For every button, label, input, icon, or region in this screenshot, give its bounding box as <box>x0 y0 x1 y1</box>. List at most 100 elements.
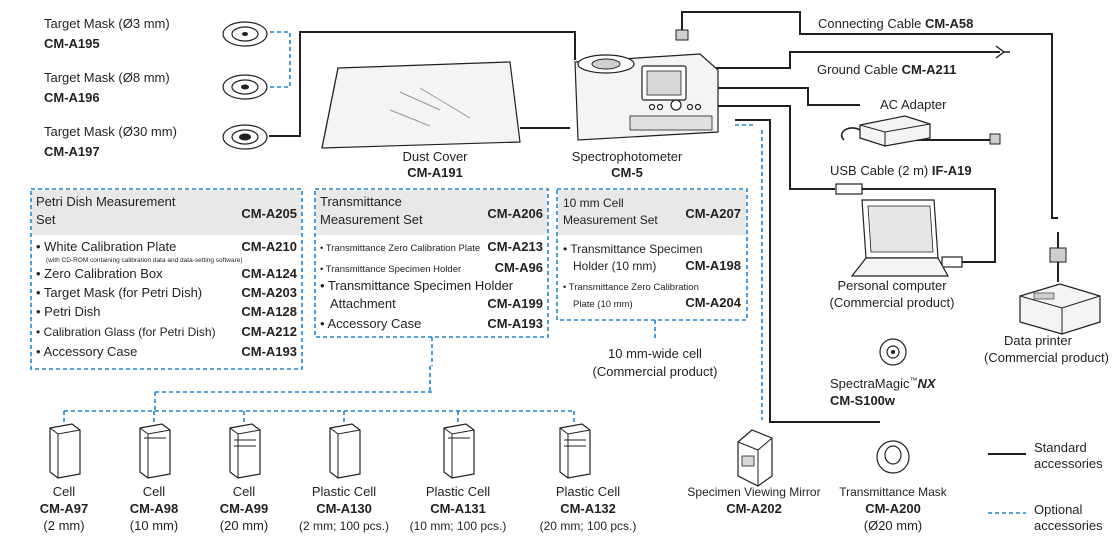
wide-cell-line2: (Commercial product) <box>593 364 718 379</box>
mirror-icon <box>737 429 773 487</box>
cell-5-name: Plastic Cell <box>556 484 620 499</box>
trans-item-3: Attachment <box>330 296 396 311</box>
cell-3-name: Plastic Cell <box>312 484 376 499</box>
ground-cable: Ground Cable CM-A211 <box>817 45 1010 77</box>
connecting-cable-label: Connecting Cable CM-A58 <box>818 16 973 31</box>
plastic-cell-icon <box>559 423 591 479</box>
cell-3-code: CM-A130 <box>316 501 372 516</box>
petri-item-5: • Accessory Case <box>36 344 137 359</box>
petri-item-5-code: CM-A193 <box>241 344 297 359</box>
cell-0-code: CM-A97 <box>40 501 88 516</box>
cell-0-size: (2 mm) <box>43 518 84 533</box>
usb-plug-pc-icon <box>941 256 963 268</box>
spectrophotometer-icon <box>574 29 719 141</box>
pc-line1: Personal computer <box>837 278 947 293</box>
trans-title-1: Transmittance <box>320 194 402 209</box>
cell-set-box: 10 mm Cell Measurement Set CM-A207 • Tra… <box>556 188 748 321</box>
trans-title-2: Measurement Set <box>320 212 423 227</box>
cell-1-code: CM-A98 <box>130 501 178 516</box>
cells-branch-lines <box>63 337 575 424</box>
trans-item-0-code: CM-A213 <box>487 239 543 254</box>
trans-item-4: • Accessory Case <box>320 316 421 331</box>
cell-icon <box>229 423 261 479</box>
cell-set-item-1: Holder (10 mm) <box>573 259 656 273</box>
mask-to-spectro-line <box>735 119 880 423</box>
target-mask-30-icon <box>222 124 268 150</box>
legend-standard-1: Standard <box>1034 440 1087 455</box>
cell-4-name: Plastic Cell <box>426 484 490 499</box>
trans-item-0: • Transmittance Zero Calibration Plate <box>320 243 480 254</box>
wide-cell-line1: 10 mm-wide cell <box>608 346 702 361</box>
trans-item-3-code: CM-A199 <box>487 296 543 311</box>
mirror-code: CM-A202 <box>726 501 782 516</box>
cell-1-size: (10 mm) <box>130 518 178 533</box>
dust-cover: Dust Cover CM-A191 <box>321 61 521 180</box>
ac-adapter: AC Adapter <box>840 97 1001 147</box>
cell-3: Plastic Cell CM-A130 (2 mm; 100 pcs.) <box>299 423 389 533</box>
cell-set-item-2: • Transmittance Zero Calibration <box>563 282 699 293</box>
target-mask-3-code: CM-A195 <box>44 36 100 51</box>
cell-2-code: CM-A99 <box>220 501 268 516</box>
plastic-cell-icon <box>443 423 475 479</box>
dust-cover-name: Dust Cover <box>402 149 468 164</box>
legend: Standard accessories Optional accessorie… <box>988 440 1103 533</box>
ac-adapter-icon <box>840 115 1001 147</box>
mask30-to-spectro-line <box>269 31 576 137</box>
cell-icon <box>139 423 171 479</box>
petri-title-1: Petri Dish Measurement <box>36 194 176 209</box>
cd-icon <box>879 338 907 366</box>
cell-2-name: Cell <box>233 484 256 499</box>
cell-4: Plastic Cell CM-A131 (10 mm; 100 pcs.) <box>410 423 506 533</box>
petri-code: CM-A205 <box>241 206 297 221</box>
petri-item-2-code: CM-A203 <box>241 285 297 300</box>
petri-item-1: • Zero Calibration Box <box>36 266 163 281</box>
ac-adapter-line <box>715 87 1000 141</box>
ac-adapter-label: AC Adapter <box>880 97 947 112</box>
trans-code: CM-A206 <box>487 206 543 221</box>
dust-cover-icon <box>321 61 521 149</box>
cell-0: Cell CM-A97 (2 mm) <box>40 423 88 533</box>
ground-cable-label: Ground Cable CM-A211 <box>817 62 956 77</box>
connecting-cable: Connecting Cable CM-A58 <box>818 16 973 31</box>
cell-icon <box>49 423 81 479</box>
specimen-mirror: Specimen Viewing Mirror CM-A202 <box>687 429 821 516</box>
cell-set-item-3: Plate (10 mm) <box>573 299 633 310</box>
laptop-icon <box>850 199 950 277</box>
cell-set-item-1-code: CM-A198 <box>685 258 741 273</box>
cell-2-size: (20 mm) <box>220 518 268 533</box>
cell-2: Cell CM-A99 (20 mm) <box>220 423 268 533</box>
mirror-name: Specimen Viewing Mirror <box>687 485 820 499</box>
trans-item-1: • Transmittance Specimen Holder <box>320 264 461 275</box>
cell-5-code: CM-A132 <box>560 501 616 516</box>
ground-cable-plug-icon <box>995 45 1010 59</box>
dust-cover-code: CM-A191 <box>407 165 463 180</box>
target-mask-30: Target Mask (Ø30 mm) CM-A197 <box>44 124 268 159</box>
target-mask-30-code: CM-A197 <box>44 144 100 159</box>
target-mask-3-name: Target Mask (Ø3 mm) <box>44 16 170 31</box>
cell-1-name: Cell <box>143 484 166 499</box>
cell-set-title-2: Measurement Set <box>563 213 658 227</box>
petri-item-0: • White Calibration Plate <box>36 239 176 254</box>
trans-mask-icon <box>876 440 910 474</box>
trans-item-2: • Transmittance Specimen Holder <box>320 278 514 293</box>
cell-3-size: (2 mm; 100 pcs.) <box>299 519 389 533</box>
petri-note: (with CD-ROM containing calibration data… <box>46 257 243 264</box>
target-mask-3: Target Mask (Ø3 mm) CM-A195 <box>44 16 268 51</box>
software: SpectraMagic™NX CM-S100w <box>830 338 937 408</box>
usb-cable: USB Cable (2 m) IF-A19 <box>830 163 972 268</box>
trans-mask-name: Transmittance Mask <box>839 485 948 499</box>
spectrophotometer-name: Spectrophotometer <box>572 149 683 164</box>
cell-4-code: CM-A131 <box>430 501 486 516</box>
plastic-cell-icon <box>329 423 361 479</box>
legend-standard-2: accessories <box>1034 456 1103 471</box>
petri-set-box: Petri Dish Measurement Set CM-A205 • Whi… <box>30 188 303 370</box>
target-mask-8: Target Mask (Ø8 mm) CM-A196 <box>44 70 268 105</box>
target-mask-8-name: Target Mask (Ø8 mm) <box>44 70 170 85</box>
cell-set-item-3-code: CM-A204 <box>685 295 741 310</box>
printer-line1: Data printer <box>1004 333 1073 348</box>
petri-item-4-code: CM-A212 <box>241 324 297 339</box>
spectrophotometer: Spectrophotometer CM-5 <box>572 29 719 180</box>
target-mask-8-icon <box>222 74 268 100</box>
optional-connections <box>63 31 763 424</box>
